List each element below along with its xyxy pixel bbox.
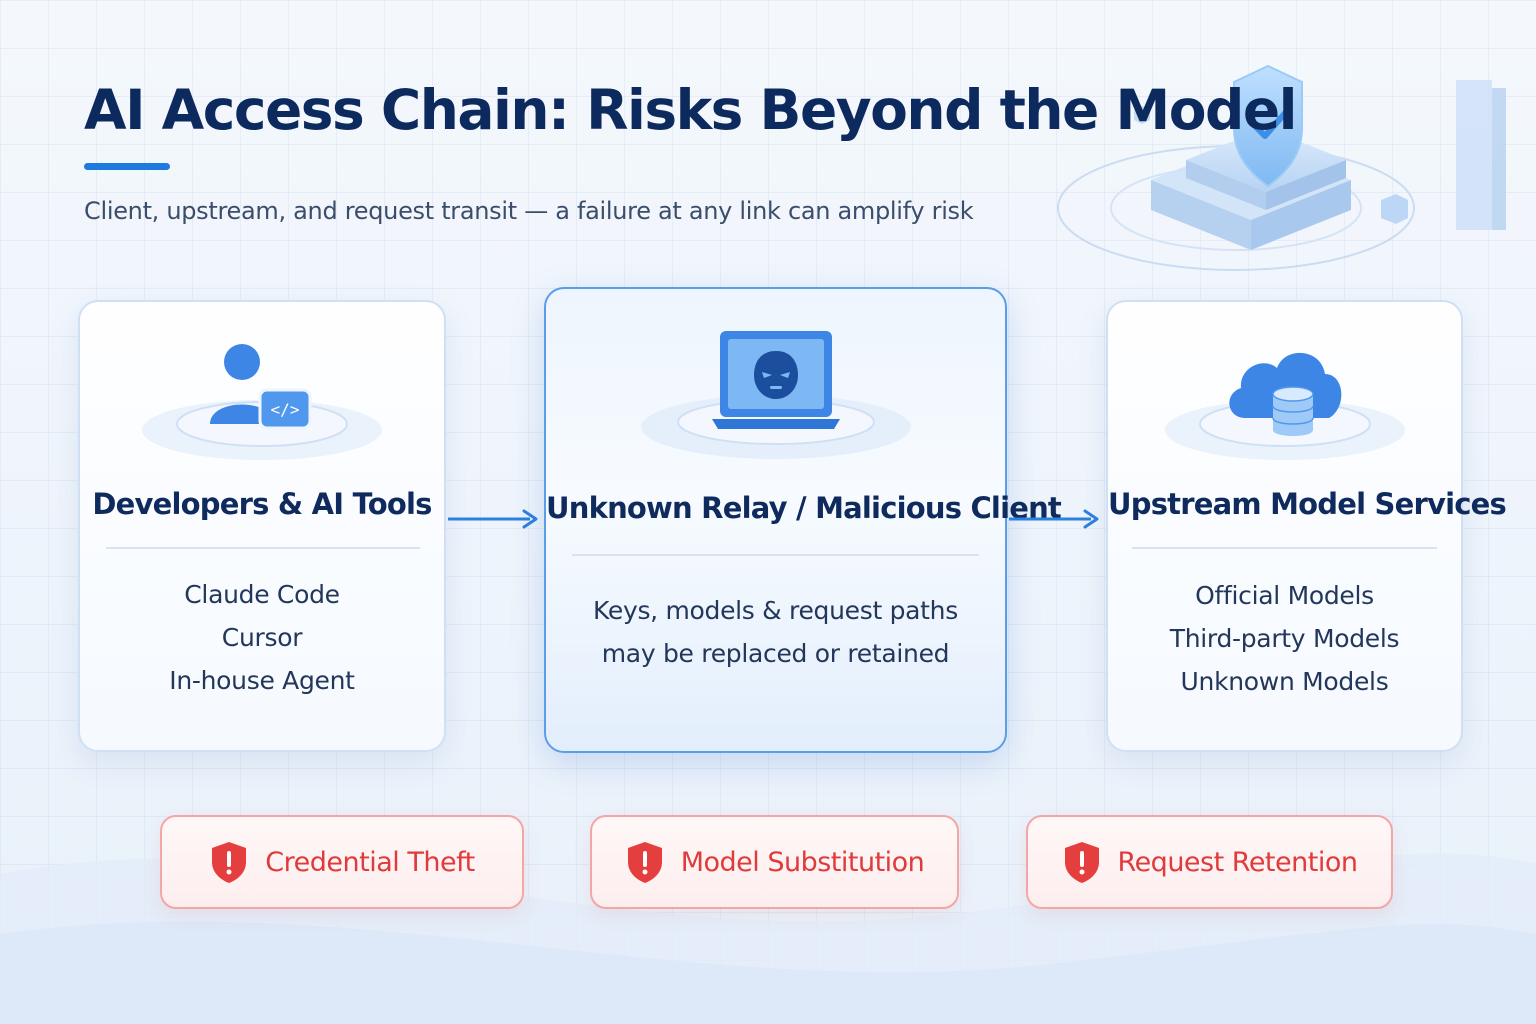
alert-shield-icon <box>212 842 247 883</box>
list-item: Claude Code <box>184 580 340 609</box>
list-item: In-house Agent <box>169 666 355 695</box>
node-card-upstream: Upstream Model Services Official Models … <box>1106 300 1507 752</box>
risk-label: Credential Theft <box>265 846 475 878</box>
node-card-developers: </> Developers & AI Tools Claude Code Cu… <box>78 300 446 752</box>
card-divider <box>572 554 979 556</box>
list-item: Official Models <box>1195 581 1374 610</box>
arrow-right-icon <box>448 509 538 529</box>
list-item: may be replaced or retained <box>601 639 950 668</box>
card-divider <box>1132 547 1437 549</box>
developer-code-icon: </> <box>80 332 444 472</box>
page-title: AI Access Chain: Risks Beyond the Model <box>84 78 1298 142</box>
cloud-database-icon <box>1108 332 1461 472</box>
risk-badge-credential-theft: Credential Theft <box>160 815 524 909</box>
card-divider <box>106 547 420 549</box>
node-title: Upstream Model Services <box>1108 487 1507 521</box>
alert-shield-icon <box>627 842 662 883</box>
list-item: Cursor <box>221 623 303 652</box>
alert-shield-icon <box>1064 842 1099 883</box>
title-accent-bar <box>84 163 170 170</box>
arrow-right-icon <box>1009 509 1099 529</box>
node-items: Keys, models & request paths may be repl… <box>546 589 1005 675</box>
risk-label: Request Retention <box>1117 846 1358 878</box>
list-item: Unknown Models <box>1180 667 1389 696</box>
page-subtitle: Client, upstream, and request transit — … <box>84 197 974 225</box>
node-card-relay: Unknown Relay / Malicious Client Keys, m… <box>544 287 1062 753</box>
risk-badge-request-retention: Request Retention <box>1026 815 1393 909</box>
svg-text:</>: </> <box>271 400 300 419</box>
node-items: Claude Code Cursor In-house Agent <box>80 573 444 702</box>
node-title: Unknown Relay / Malicious Client <box>546 491 1062 525</box>
node-items: Official Models Third-party Models Unkno… <box>1108 574 1461 703</box>
masked-laptop-icon <box>546 327 1005 467</box>
list-item: Keys, models & request paths <box>593 596 958 625</box>
risk-badge-model-substitution: Model Substitution <box>590 815 959 909</box>
risk-label: Model Substitution <box>680 846 925 878</box>
security-shield-illustration <box>1057 64 1506 271</box>
node-title: Developers & AI Tools <box>92 487 432 521</box>
list-item: Third-party Models <box>1169 624 1400 653</box>
